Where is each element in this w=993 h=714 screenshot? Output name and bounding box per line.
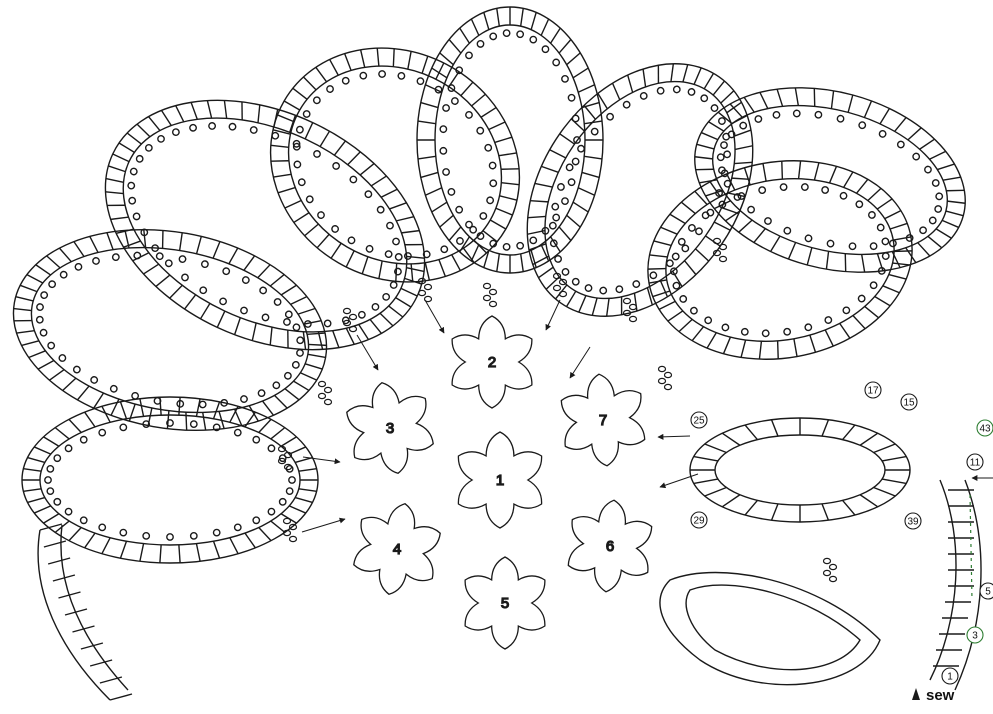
round-marker-39: 39: [905, 513, 921, 529]
round-marker-17: 17: [865, 382, 881, 398]
svg-text:43: 43: [979, 424, 991, 435]
svg-text:1: 1: [947, 672, 953, 683]
picot-cluster: [319, 381, 332, 404]
svg-text:15: 15: [903, 398, 915, 409]
loop-far-right: [674, 59, 986, 300]
flower-6-label: 6: [606, 538, 614, 555]
loop-tail-left: [38, 524, 132, 700]
picot-cluster: [714, 238, 727, 261]
arrow-to-7b: [658, 436, 690, 437]
svg-text:39: 39: [907, 517, 919, 528]
picot-cluster: [554, 273, 567, 296]
svg-text:5: 5: [985, 587, 991, 598]
picot-cluster: [484, 283, 497, 306]
round-marker-25: 25: [691, 412, 707, 428]
svg-text:3: 3: [972, 631, 978, 642]
flower-3-label: 3: [386, 420, 394, 437]
svg-text:11: 11: [970, 458, 981, 469]
round-marker-29: 29: [691, 512, 707, 528]
flower-7-label: 7: [599, 412, 607, 429]
flower-4-label: 4: [393, 541, 401, 558]
flower-1-label: 1: [496, 472, 504, 489]
svg-text:29: 29: [693, 516, 705, 527]
arrow-to-2: [425, 300, 444, 333]
round-marker-43: 43: [977, 420, 993, 436]
flower-5-label: 5: [501, 595, 509, 612]
picot-cluster: [659, 366, 672, 389]
round-marker-1: 1: [942, 668, 958, 684]
loop-top-center: [417, 7, 603, 273]
round-marker-11: 11: [967, 454, 983, 470]
flower-5: 5: [465, 557, 545, 649]
flower-6: 6: [568, 500, 651, 592]
round-marker-15: 15: [901, 394, 917, 410]
flower-4: 4: [354, 504, 440, 595]
round-marker-3: 3: [967, 627, 983, 643]
sew-annotation: sew: [912, 687, 955, 704]
arrow-to-4: [302, 519, 345, 532]
arrow-to-7: [570, 347, 590, 378]
flower-motifs: 1 2 3 4 5 6 7: [347, 316, 652, 649]
picot-cluster: [824, 558, 837, 581]
loop-lower-left: [22, 397, 318, 563]
flower-1: 1: [458, 432, 541, 528]
loop-upper-left: [65, 52, 465, 399]
svg-text:25: 25: [693, 416, 705, 427]
flower-2: 2: [452, 316, 532, 408]
round-marker-5: 5: [980, 583, 993, 599]
svg-text:17: 17: [867, 386, 879, 397]
sew-label: sew: [926, 687, 955, 704]
loop-top-right: [481, 21, 800, 360]
flower-7: 7: [561, 374, 644, 466]
loop-right: [632, 140, 928, 379]
flower-2-label: 2: [488, 354, 496, 371]
arrow-to-2b: [546, 300, 560, 330]
arrow-to-3b: [303, 457, 340, 462]
loop-top-left: [228, 3, 563, 327]
right-crochet-section: [660, 418, 981, 690]
flower-3: 3: [347, 383, 433, 474]
picot-cluster: [624, 298, 637, 321]
sew-arrow-icon: [912, 688, 920, 700]
